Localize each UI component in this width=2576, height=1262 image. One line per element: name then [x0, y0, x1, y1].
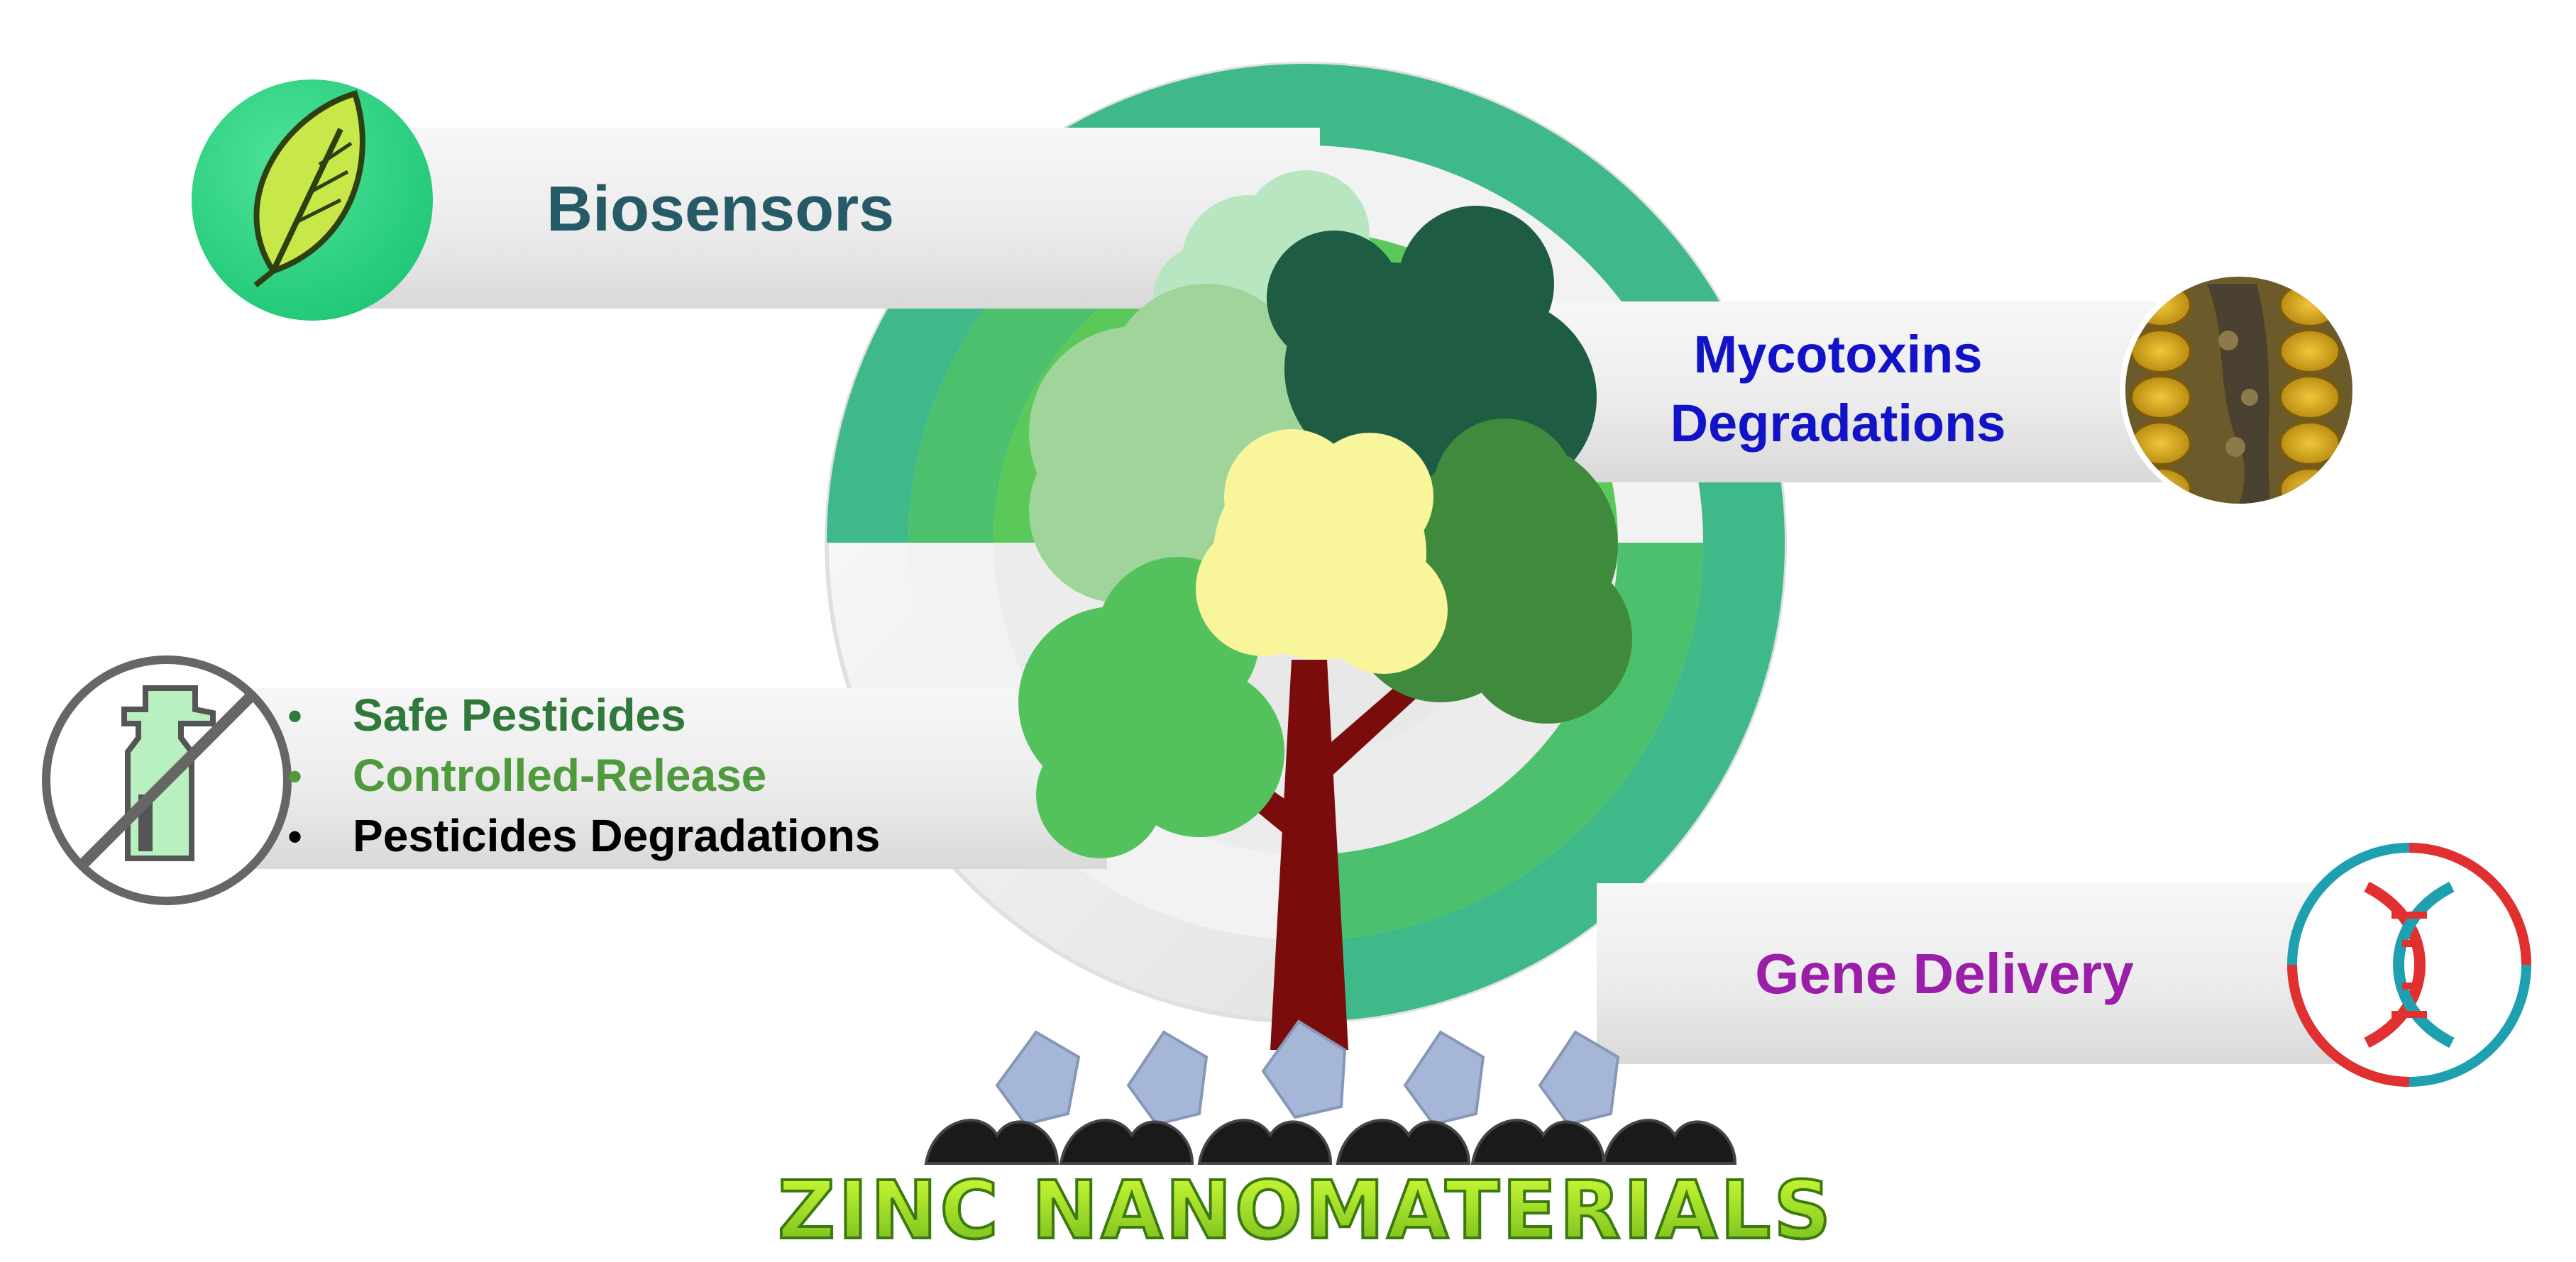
canopy-yellow: [1196, 429, 1448, 674]
pesticide-bullet-2: •: [287, 753, 302, 800]
blue-nanoparticles: [995, 1019, 1620, 1127]
leaf-icon: [253, 90, 365, 288]
no-spray-bottle-icon: [77, 685, 256, 870]
dna-icon: [2364, 881, 2455, 1048]
pesticides-banner: • Safe Pesticides • Controlled-Release •…: [42, 655, 1107, 905]
biosensors-banner: Biosensors: [192, 79, 1320, 321]
black-nanoparticles: [924, 1119, 1737, 1165]
nanoparticles: [924, 1019, 1737, 1165]
pesticide-bullet-3: •: [287, 813, 302, 860]
mycotoxins-banner: Mycotoxins Degradations: [1462, 271, 2358, 509]
pesticide-item-degradations: Pesticides Degradations: [353, 810, 880, 861]
pesticide-bullet-1: •: [287, 692, 302, 740]
zinc-nanomaterials-title: ZINC NANOMATERIALS: [778, 1165, 1834, 1257]
pesticide-item-controlled: Controlled-Release: [353, 750, 766, 801]
gene-delivery-label: Gene Delivery: [1755, 942, 2134, 1005]
tree: [1018, 170, 1632, 1050]
mycotoxins-line2: Degradations: [1670, 394, 2006, 453]
mycotoxins-line1: Mycotoxins: [1693, 325, 1982, 384]
pesticide-item-safe: Safe Pesticides: [353, 690, 686, 741]
biosensors-label: Biosensors: [546, 174, 894, 245]
gene-delivery-banner: Gene Delivery: [1597, 843, 2531, 1087]
